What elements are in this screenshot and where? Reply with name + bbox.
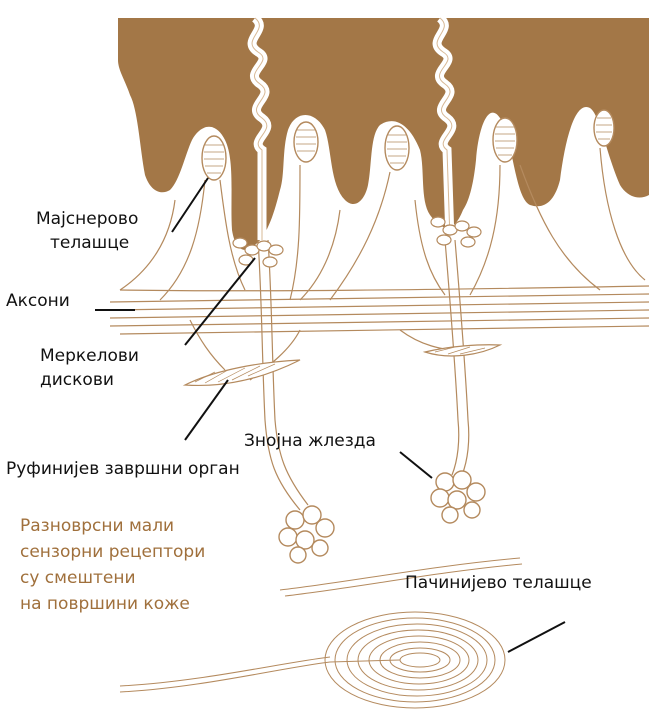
caption-line-3: су смештени [20,567,136,589]
meissner-leader [172,178,208,232]
dermis-layer [118,18,649,250]
caption-line-2: сензорни рецептори [20,541,205,563]
gland-ducts [258,240,469,510]
sweat-gland-leader [400,452,432,478]
sweat-gland-coils [279,471,485,563]
pacinian-leader [508,622,565,652]
meissner-label-line1: Мајснерово [36,208,138,230]
merkel-label-line2: дискови [40,369,114,391]
caption-line-1: Разноврсни мали [20,515,174,537]
ruffini-endings [185,345,500,386]
meissner-label-line2: телашце [50,232,129,254]
ruffini-leader [185,380,228,440]
ruffini-label: Руфинијев завршни орган [6,458,240,480]
pacinian-label: Пачинијево телашце [405,572,592,594]
caption-line-4: на површини коже [20,593,190,615]
merkel-label-line1: Меркелови [40,345,139,367]
sweat-gland-label: Знојна жлезда [244,430,376,452]
axon-bundle [110,148,649,380]
axons-label: Аксони [6,290,70,312]
